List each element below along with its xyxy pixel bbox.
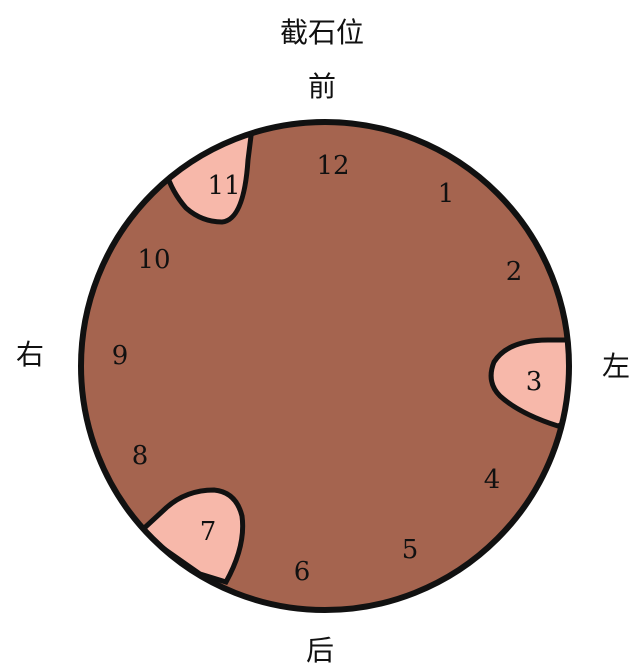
anal-canal-disc — [81, 122, 569, 610]
front-label: 前 — [308, 70, 336, 103]
hour-2-label: 2 — [506, 257, 523, 287]
hour-6-label: 6 — [294, 557, 311, 587]
disc-outline — [78, 119, 572, 613]
hour-12-label: 12 — [316, 151, 349, 181]
lesion-notch-7 — [136, 487, 246, 585]
hour-10-label: 10 — [137, 245, 170, 275]
hour-5-label: 5 — [402, 535, 419, 565]
title-label: 截石位 — [280, 16, 364, 49]
notch-11-label: 11 — [207, 171, 240, 201]
hour-9-label: 9 — [112, 341, 129, 371]
notch-7-label: 7 — [200, 517, 217, 547]
right-label: 右 — [16, 338, 44, 371]
lesion-notch-3 — [488, 337, 569, 429]
notch-3-label: 3 — [526, 367, 543, 397]
hour-1-label: 1 — [438, 179, 455, 209]
hour-8-label: 8 — [132, 441, 149, 471]
lesion-notch-11 — [163, 124, 255, 225]
left-label: 左 — [602, 350, 630, 383]
back-label: 后 — [306, 634, 334, 666]
hour-4-label: 4 — [484, 465, 501, 495]
